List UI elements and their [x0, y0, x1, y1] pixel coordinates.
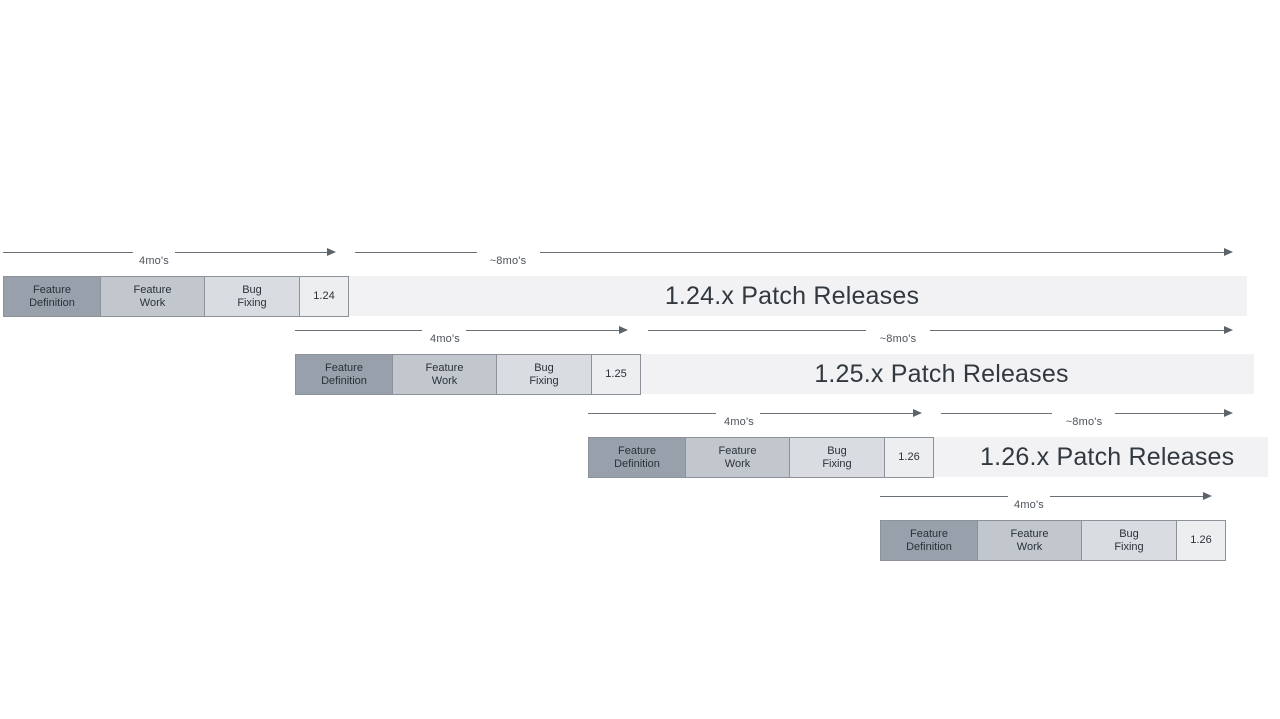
- timeline-arrows-126b: 4mo's: [0, 492, 1280, 514]
- dev-duration-label-126b: 4mo's: [1014, 499, 1044, 511]
- patch-release-label-126: 1.26.x Patch Releases: [980, 442, 1235, 471]
- dev-arrow-shaft-b-125: [466, 330, 619, 331]
- phase-label-line1: Feature: [33, 283, 71, 296]
- version-label: 1.26: [898, 451, 920, 463]
- phase-label-line1: Feature: [325, 361, 363, 374]
- dev-arrow-shaft-a-125: [295, 330, 422, 331]
- phase-bug-fixing-124[interactable]: Bug Fixing: [204, 276, 300, 317]
- phase-label-line1: Feature: [910, 527, 948, 540]
- dev-arrow-shaft-b-124: [175, 252, 327, 253]
- dev-arrow-head-126b: [1203, 492, 1212, 500]
- phase-feature-definition-126[interactable]: Feature Definition: [588, 437, 686, 478]
- phase-feature-definition-124[interactable]: Feature Definition: [3, 276, 101, 317]
- version-badge-124[interactable]: 1.24: [299, 276, 349, 317]
- dev-arrow-shaft-b-126b: [1050, 496, 1203, 497]
- phase-bar-125: Feature Definition Feature Work Bug Fixi…: [295, 354, 641, 395]
- dev-arrow-shaft-a-126: [588, 413, 716, 414]
- phase-label-line2: Definition: [321, 374, 367, 387]
- patch-release-strip-126: 1.26.x Patch Releases: [922, 437, 1268, 477]
- patch-release-label-125: 1.25.x Patch Releases: [814, 359, 1069, 388]
- phase-bug-fixing-126b[interactable]: Bug Fixing: [1081, 520, 1177, 561]
- dev-arrow-shaft-a-124: [3, 252, 133, 253]
- dev-duration-label-124: 4mo's: [139, 255, 169, 267]
- dev-arrow-shaft-b-126: [760, 413, 913, 414]
- timeline-arrows-125: 4mo's ~8mo's: [0, 326, 1280, 348]
- patch-release-strip-124: 1.24.x Patch Releases: [337, 276, 1247, 316]
- phase-label-line1: Bug: [242, 283, 262, 296]
- release-row-125: 1.25.x Patch Releases 4mo's ~8mo's Featu…: [0, 326, 1280, 416]
- patch-duration-label-124: ~8mo's: [489, 255, 527, 267]
- phase-label-line1: Bug: [1119, 527, 1139, 540]
- phase-label-line2: Work: [1016, 540, 1043, 553]
- patch-arrow-shaft-a-125: [648, 330, 866, 331]
- phase-label-line2: Work: [724, 457, 751, 470]
- version-badge-125[interactable]: 1.25: [591, 354, 641, 395]
- phase-label-line2: Definition: [29, 296, 75, 309]
- phase-label-line2: Fixing: [237, 296, 267, 309]
- phase-feature-work-126[interactable]: Feature Work: [685, 437, 790, 478]
- phase-label-line1: Feature: [133, 283, 172, 296]
- phase-label-line1: Feature: [718, 444, 757, 457]
- dev-duration-label-126: 4mo's: [724, 416, 754, 428]
- phase-bar-126b: Feature Definition Feature Work Bug Fixi…: [880, 520, 1226, 561]
- patch-release-strip-125: 1.25.x Patch Releases: [629, 354, 1254, 394]
- version-badge-126[interactable]: 1.26: [884, 437, 934, 478]
- phase-bug-fixing-126[interactable]: Bug Fixing: [789, 437, 885, 478]
- version-badge-126b[interactable]: 1.26: [1176, 520, 1226, 561]
- phase-feature-work-126b[interactable]: Feature Work: [977, 520, 1082, 561]
- phase-label-line2: Work: [139, 296, 166, 309]
- dev-arrow-head-125: [619, 326, 628, 334]
- phase-feature-definition-126b[interactable]: Feature Definition: [880, 520, 978, 561]
- phase-label-line2: Definition: [614, 457, 660, 470]
- dev-arrow-shaft-a-126b: [880, 496, 1008, 497]
- phase-label-line2: Work: [431, 374, 458, 387]
- patch-duration-label-126: ~8mo's: [1065, 416, 1103, 428]
- version-label: 1.24: [313, 290, 335, 302]
- patch-arrow-shaft-b-126: [1115, 413, 1224, 414]
- phase-label-line1: Feature: [1010, 527, 1049, 540]
- phase-label-line1: Feature: [618, 444, 656, 457]
- patch-arrow-head-125: [1224, 326, 1233, 334]
- phase-feature-definition-125[interactable]: Feature Definition: [295, 354, 393, 395]
- timeline-arrows-126: 4mo's ~8mo's: [0, 409, 1280, 431]
- phase-bug-fixing-125[interactable]: Bug Fixing: [496, 354, 592, 395]
- version-label: 1.26: [1190, 534, 1212, 546]
- timeline-arrows-124: 4mo's ~8mo's: [0, 248, 1280, 270]
- patch-release-label-124: 1.24.x Patch Releases: [664, 281, 920, 310]
- patch-arrow-shaft-a-126: [941, 413, 1052, 414]
- phase-label-line2: Definition: [906, 540, 952, 553]
- patch-arrow-shaft-b-124: [540, 252, 1224, 253]
- release-row-126b: 4mo's Feature Definition Feature Work Bu…: [0, 492, 1280, 582]
- phase-feature-work-124[interactable]: Feature Work: [100, 276, 205, 317]
- dev-arrow-head-126: [913, 409, 922, 417]
- phase-label-line1: Bug: [827, 444, 847, 457]
- phase-label-line2: Fixing: [529, 374, 559, 387]
- dev-arrow-head-124: [327, 248, 336, 256]
- version-label: 1.25: [605, 368, 627, 380]
- phase-bar-124: Feature Definition Feature Work Bug Fixi…: [3, 276, 349, 317]
- release-row-124: 1.24.x Patch Releases 4mo's ~8mo's Featu…: [0, 248, 1280, 338]
- phase-label-line2: Fixing: [1114, 540, 1144, 553]
- patch-arrow-shaft-b-125: [930, 330, 1224, 331]
- patch-arrow-head-124: [1224, 248, 1233, 256]
- patch-arrow-head-126: [1224, 409, 1233, 417]
- patch-arrow-shaft-a-124: [355, 252, 477, 253]
- phase-label-line2: Fixing: [822, 457, 852, 470]
- release-row-126: 1.26.x Patch Releases 4mo's ~8mo's Featu…: [0, 409, 1280, 499]
- dev-duration-label-125: 4mo's: [430, 333, 460, 345]
- patch-duration-label-125: ~8mo's: [879, 333, 917, 345]
- phase-label-line1: Feature: [425, 361, 464, 374]
- phase-bar-126: Feature Definition Feature Work Bug Fixi…: [588, 437, 934, 478]
- phase-feature-work-125[interactable]: Feature Work: [392, 354, 497, 395]
- phase-label-line1: Bug: [534, 361, 554, 374]
